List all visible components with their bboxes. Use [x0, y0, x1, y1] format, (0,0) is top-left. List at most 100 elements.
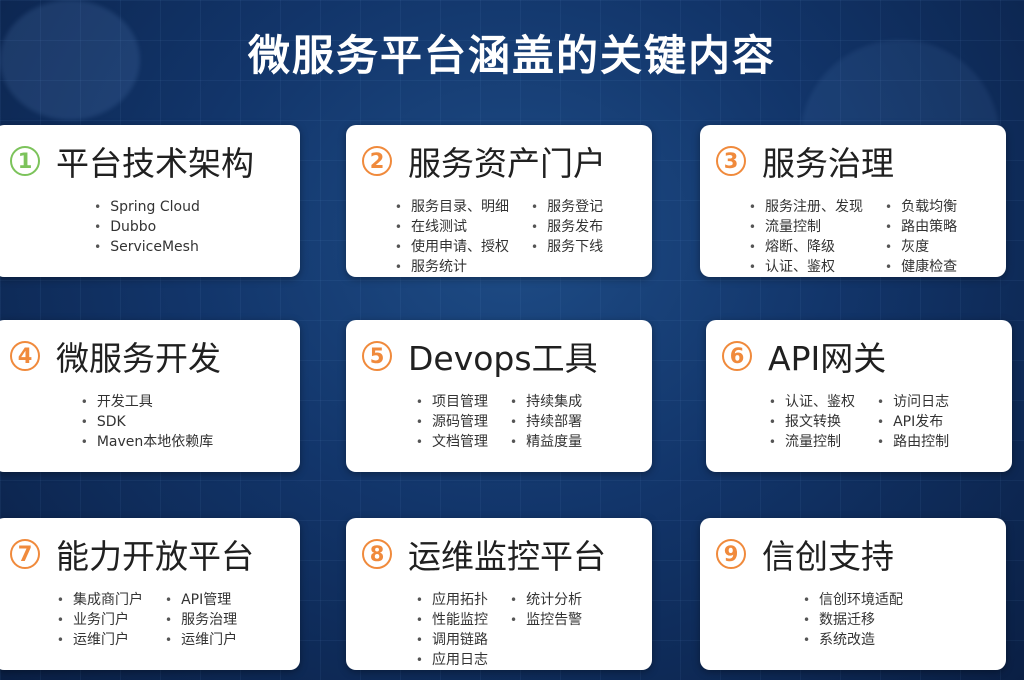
- bullet-columns: 项目管理源码管理文档管理持续集成持续部署精益度量: [362, 392, 636, 452]
- card-service-governance: 3服务治理服务注册、发现流量控制熔断、降级认证、鉴权负载均衡路由策略灰度健康检查: [700, 125, 1006, 277]
- bullet-item: 项目管理: [416, 392, 488, 412]
- bullet-columns: 认证、鉴权报文转换流量控制访问日志API发布路由控制: [722, 392, 996, 452]
- bullet-columns: 服务注册、发现流量控制熔断、降级认证、鉴权负载均衡路由策略灰度健康检查: [716, 197, 990, 277]
- card-title: 能力开放平台: [56, 537, 254, 576]
- bullet-list: 认证、鉴权报文转换流量控制: [769, 392, 855, 452]
- bullet-item: API发布: [877, 412, 949, 432]
- bullet-item: 数据迁移: [803, 610, 903, 630]
- bullet-item: 路由策略: [885, 217, 957, 237]
- background-glow: [0, 0, 140, 120]
- bullet-list: 应用拓扑性能监控调用链路应用日志: [416, 590, 488, 670]
- card-title: Devops工具: [408, 339, 598, 378]
- number-badge: 5: [362, 341, 392, 371]
- card-header: 2 服务资产门户: [362, 139, 636, 183]
- bullet-item: 流量控制: [749, 217, 863, 237]
- bullet-item: 性能监控: [416, 610, 488, 630]
- bullet-item: SDK: [81, 412, 214, 432]
- card-title: 信创支持: [762, 537, 894, 576]
- number-badge: 2: [362, 146, 392, 176]
- bullet-item: 文档管理: [416, 432, 488, 452]
- bullet-item: 精益度量: [510, 432, 582, 452]
- card-api-gateway: 6API网关认证、鉴权报文转换流量控制访问日志API发布路由控制: [706, 320, 1012, 472]
- bullet-item: Maven本地依赖库: [81, 432, 213, 452]
- bullet-item: 持续集成: [510, 392, 582, 412]
- number-badge: 1: [10, 146, 40, 176]
- bullet-columns: 应用拓扑性能监控调用链路应用日志 统计分析监控告警: [362, 590, 636, 670]
- bullet-list: 访问日志API发布路由控制: [877, 392, 949, 452]
- card-header: 3 服务治理: [716, 139, 990, 183]
- bullet-item: 在线测试: [395, 217, 509, 237]
- bullet-item: 服务统计: [395, 257, 509, 277]
- bullet-item: 业务门户: [57, 610, 143, 630]
- bullet-list: 服务注册、发现流量控制熔断、降级认证、鉴权: [749, 197, 863, 277]
- bullet-item: 服务下线: [531, 237, 603, 257]
- card-header: 5 Devops工具: [362, 334, 636, 378]
- bullet-item: 健康检查: [885, 257, 957, 277]
- bullet-item: 认证、鉴权: [769, 392, 855, 412]
- bullet-columns: 集成商门户业务门户运维门户API管理服务治理运维门户: [10, 590, 284, 650]
- bullet-list: 开发工具SDKMaven本地依赖库: [81, 392, 214, 452]
- card-title: 平台技术架构: [56, 144, 254, 183]
- bullet-item: 服务发布: [531, 217, 603, 237]
- card-title: 服务资产门户: [408, 144, 606, 183]
- bullet-list: 信创环境适配数据迁移系统改造: [803, 590, 903, 650]
- bullet-item: 灰度: [885, 237, 957, 257]
- bullet-list: 服务登记服务发布服务下线: [531, 197, 603, 277]
- card-title: 运维监控平台: [408, 537, 606, 576]
- bullet-item: 运维门户: [57, 630, 143, 650]
- page-title: 微服务平台涵盖的关键内容: [247, 31, 776, 80]
- bullet-item: 开发工具: [81, 392, 214, 412]
- bullet-list: 持续集成持续部署精益度量: [510, 392, 582, 452]
- number-badge: 4: [10, 341, 40, 371]
- bullet-list: Spring CloudDubboServiceMesh: [94, 197, 200, 257]
- bullet-item: 统计分析: [510, 590, 582, 610]
- bullet-item: Dubbo: [94, 217, 200, 237]
- bullet-columns: Spring CloudDubboServiceMesh: [10, 197, 284, 257]
- card-title: 微服务开发: [56, 339, 221, 378]
- bullet-item: 信创环境适配: [803, 590, 903, 610]
- bullet-item: 使用申请、授权: [395, 237, 509, 257]
- card-xinchuang-support: 9 信创支持信创环境适配数据迁移系统改造: [700, 518, 1006, 670]
- card-header: 4 微服务开发: [10, 334, 284, 378]
- number-badge: 6: [722, 341, 752, 371]
- bullet-item: 集成商门户: [57, 590, 143, 610]
- bullet-item: ServiceMesh: [94, 237, 200, 257]
- bullet-columns: 服务目录、明细在线测试使用申请、授权服务统计服务登记服务发布服务下线: [362, 197, 636, 277]
- bullet-item: 负载均衡: [885, 197, 957, 217]
- card-title: API网关: [768, 339, 887, 378]
- card-platform-architecture: 1 平台技术架构 Spring CloudDubboServiceMesh: [0, 125, 300, 277]
- bullet-item: 应用日志: [416, 650, 488, 670]
- bullet-item: 流量控制: [769, 432, 855, 452]
- bullet-item: 系统改造: [803, 630, 903, 650]
- bullet-item: 运维门户: [165, 630, 237, 650]
- card-service-portal: 2服务资产门户服务目录、明细在线测试使用申请、授权服务统计服务登记服务发布服务下…: [346, 125, 652, 277]
- bullet-item: 认证、鉴权: [749, 257, 863, 277]
- bullet-list: 负载均衡路由策略灰度健康检查: [885, 197, 957, 277]
- bullet-item: 服务注册、发现: [749, 197, 863, 217]
- bullet-list: 项目管理源码管理文档管理: [416, 392, 488, 452]
- bullet-list: API管理服务治理运维门户: [165, 590, 237, 650]
- bullet-item: Spring Cloud: [94, 197, 200, 217]
- number-badge: 9: [716, 539, 746, 569]
- bullet-item: 监控告警: [510, 610, 582, 630]
- card-ops-monitoring: 8运维监控平台应用拓扑性能监控调用链路应用日志 统计分析监控告警: [346, 518, 652, 670]
- bullet-list: 服务目录、明细在线测试使用申请、授权服务统计: [395, 197, 509, 277]
- bullet-item: 服务目录、明细: [395, 197, 509, 217]
- bullet-item: 持续部署: [510, 412, 582, 432]
- card-title: 服务治理: [762, 144, 894, 183]
- bullet-columns: 信创环境适配数据迁移系统改造: [716, 590, 990, 650]
- bullet-item: 报文转换: [769, 412, 855, 432]
- bullet-item: 熔断、降级: [749, 237, 863, 257]
- number-badge: 3: [716, 146, 746, 176]
- bullet-item: API管理: [165, 590, 237, 610]
- bullet-item: 源码管理: [416, 412, 488, 432]
- bullet-list: 集成商门户业务门户运维门户: [57, 590, 143, 650]
- card-header: 1 平台技术架构: [10, 139, 284, 183]
- card-capability-open: 7能力开放平台集成商门户业务门户运维门户API管理服务治理运维门户: [0, 518, 300, 670]
- card-header: 9 信创支持: [716, 532, 990, 576]
- card-devops-tools: 5Devops工具项目管理源码管理文档管理持续集成持续部署精益度量: [346, 320, 652, 472]
- card-microservice-dev: 4 微服务开发开发工具SDKMaven本地依赖库: [0, 320, 300, 472]
- bullet-item: 服务治理: [165, 610, 237, 630]
